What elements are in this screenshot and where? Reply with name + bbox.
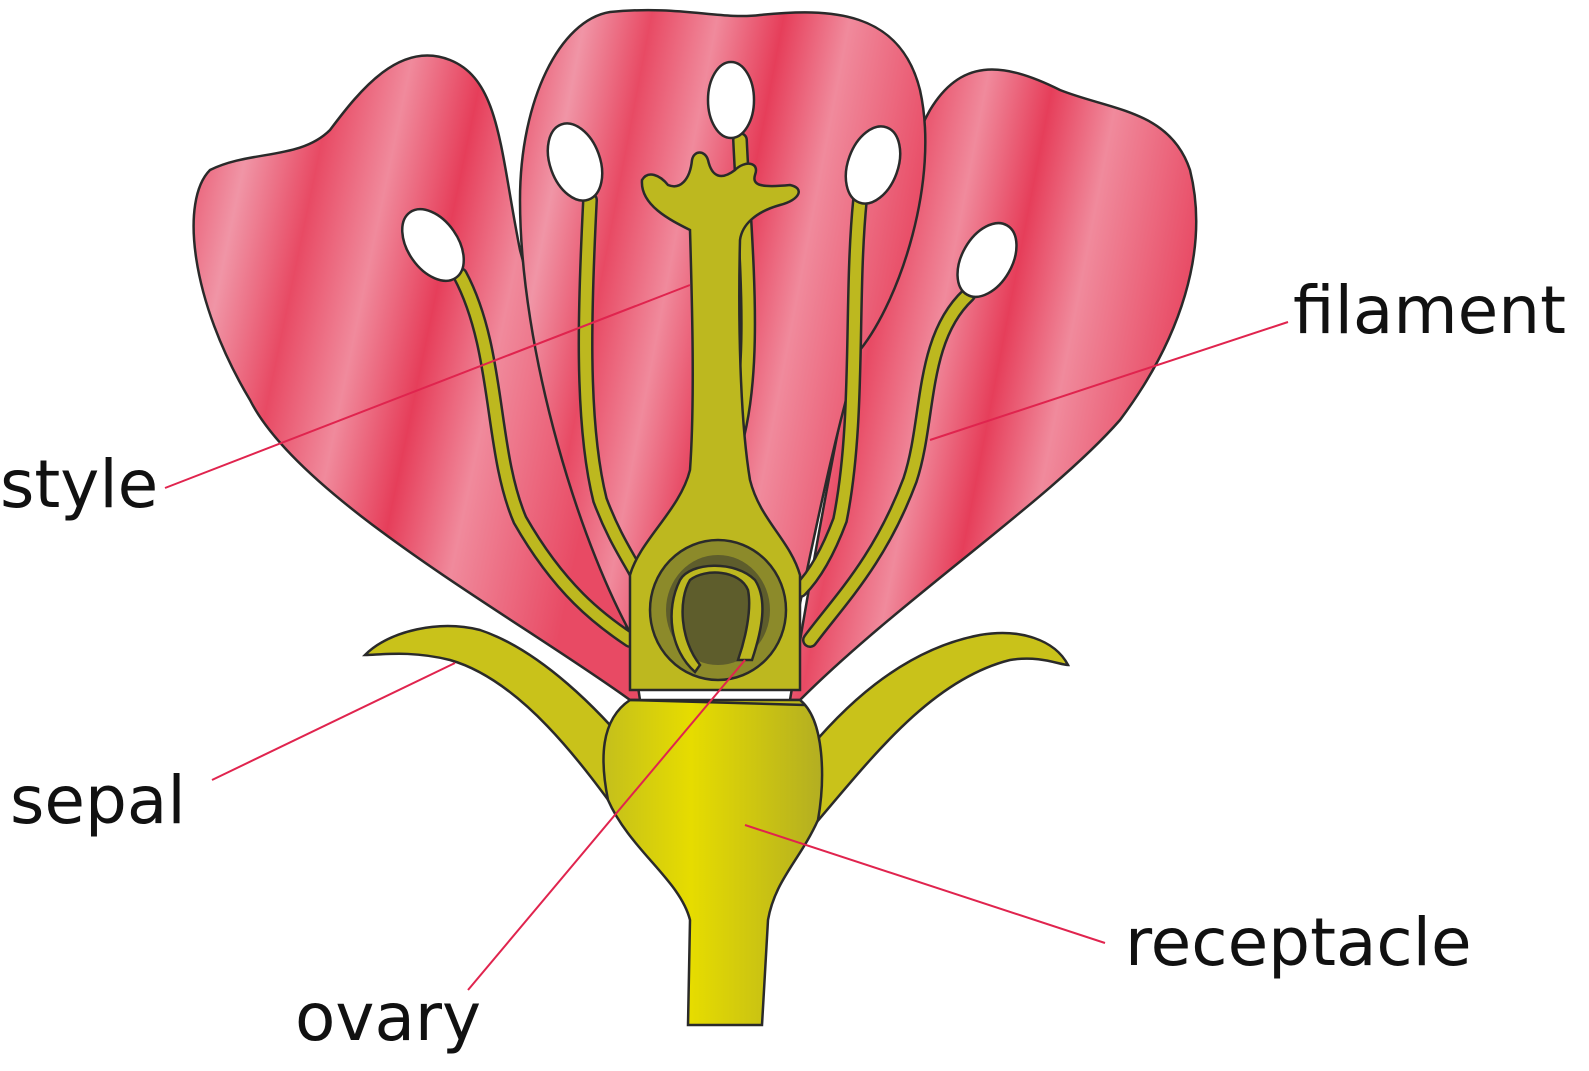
- label-receptacle: receptacle: [1125, 904, 1472, 981]
- leader-sepal: [211, 662, 456, 781]
- sepals: [361, 624, 1071, 834]
- anthers: [400, 60, 1018, 299]
- leader-filament: [929, 321, 1289, 441]
- leader-ovary: [467, 659, 746, 991]
- ovary: [648, 538, 788, 682]
- label-filament: filament: [1293, 272, 1566, 349]
- leader-lines: [164, 284, 1289, 991]
- receptacle: [602, 698, 824, 1027]
- label-ovary: ovary: [295, 979, 481, 1056]
- label-sepal: sepal: [10, 762, 186, 839]
- label-style: style: [0, 446, 158, 523]
- leader-receptacle: [744, 824, 1106, 944]
- leader-style: [164, 284, 691, 489]
